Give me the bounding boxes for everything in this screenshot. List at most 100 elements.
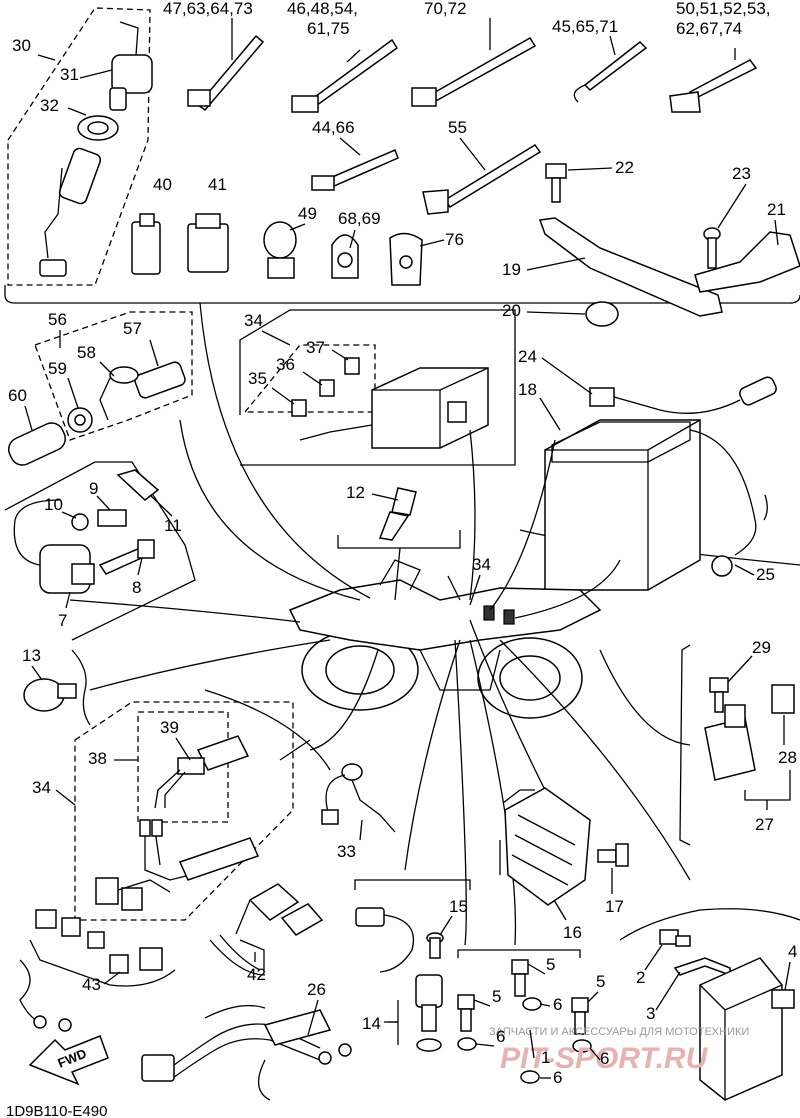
sensor-33 xyxy=(321,763,396,833)
clamp-68 xyxy=(331,234,359,279)
callout-label-c_16: 16 xyxy=(563,923,582,942)
callout-label-c_27: 27 xyxy=(755,815,774,834)
callout-leader-c_34c xyxy=(55,789,76,806)
watermark-logo: PIT-SPORT.RU xyxy=(500,1042,709,1075)
callout-label-c_34b: 34 xyxy=(472,555,491,574)
clamp-76 xyxy=(389,232,423,286)
rectifier-regulator-16 xyxy=(504,787,591,906)
callout-leader-c_3 xyxy=(655,971,681,1011)
callout-label-c_19: 19 xyxy=(502,260,521,279)
washer-10 xyxy=(71,513,89,531)
callout-leader-c_18 xyxy=(539,397,561,431)
callout-label-c_12: 12 xyxy=(346,483,365,502)
starter-relay-group-border xyxy=(679,644,691,846)
watermark-text: ЗАПЧАСТИ И АКСЕССУАРЫ ДЛЯ МОТОТЕХНИКИ xyxy=(489,1026,749,1038)
callout-leader-c_37 xyxy=(331,349,349,361)
callout-label-c_14: 14 xyxy=(362,1014,381,1033)
leader-lines xyxy=(69,302,691,946)
callout-label-c_17: 17 xyxy=(605,897,624,916)
callout-leader-c_20 xyxy=(526,311,586,315)
callout-leader-c_30 xyxy=(37,54,56,61)
bolt-29 xyxy=(709,677,729,713)
callout-leader-c_29 xyxy=(727,655,753,683)
callout-leader-c_76 xyxy=(419,239,445,247)
callout-label-c_34a: 34 xyxy=(244,311,263,330)
cdi-unit-4 xyxy=(699,957,795,1101)
callout-label-c_49: 49 xyxy=(298,204,317,223)
main-switch-group-box xyxy=(7,7,151,286)
top-section-border xyxy=(4,285,800,304)
cable-tie-55 xyxy=(422,143,542,215)
callout-label-c_56: 56 xyxy=(48,310,67,329)
bolt-22 xyxy=(545,163,567,203)
fuse-holder-group-box xyxy=(34,311,193,441)
callout-leader-c_4 xyxy=(784,961,791,991)
callout-leader-c_2 xyxy=(644,944,663,971)
rectifier-group-border xyxy=(499,789,535,875)
fuse-box-34 xyxy=(299,367,489,449)
callout-label-c_1: 1 xyxy=(541,1048,550,1067)
callout-leader-c_5c xyxy=(587,991,599,1003)
callout-leader-c_34b xyxy=(469,574,481,606)
callout-leader-c_23 xyxy=(717,183,747,229)
bolt-8 xyxy=(98,539,155,575)
callout-leader-c_21 xyxy=(774,219,779,246)
callout-label-c_22: 22 xyxy=(615,158,634,177)
callout-leader-c_6b xyxy=(475,1043,495,1047)
callout-label-c_45: 45,65,71 xyxy=(552,17,618,36)
spark-plug-12 xyxy=(378,487,417,541)
callout-label-c_30: 30 xyxy=(12,36,31,55)
cable-tie-47 xyxy=(187,34,265,112)
callout-label-c_34c: 34 xyxy=(32,778,51,797)
callout-leader-c_44 xyxy=(339,137,361,156)
fuse-holder-58 xyxy=(99,366,139,421)
callout-leader-c_6c xyxy=(589,1047,601,1061)
callout-leader-c_19 xyxy=(526,257,586,271)
wire-harness-34 xyxy=(95,819,260,911)
battery-bracket-19 xyxy=(538,217,723,317)
callout-label-c_9: 9 xyxy=(89,479,98,498)
fuse-cap-60 xyxy=(7,422,67,466)
callout-label-c_7: 7 xyxy=(58,611,67,630)
callout-label-c_8: 8 xyxy=(132,578,141,597)
callout-leader-c_13 xyxy=(31,665,43,681)
callout-leader-c_10 xyxy=(61,511,77,519)
callout-leader-c_60 xyxy=(24,405,33,431)
callout-label-c_37: 37 xyxy=(306,338,325,357)
starter-relay-27 xyxy=(704,704,756,781)
relay-bracket xyxy=(744,770,791,810)
callout-leader-c_34a xyxy=(261,330,291,346)
bracket-3 xyxy=(673,957,731,977)
callout-label-c_40: 40 xyxy=(153,175,172,194)
fuse-36 xyxy=(319,379,335,397)
callout-leader-c_39 xyxy=(175,737,191,761)
washer-6-d xyxy=(520,1070,540,1084)
battery-18 xyxy=(544,419,701,591)
neutral-switch-group-border xyxy=(71,649,91,726)
callout-label-c_10: 10 xyxy=(44,495,63,514)
callout-label-c_62: 62,67,74 xyxy=(676,19,742,38)
callout-leader-c_25 xyxy=(734,564,755,576)
fuse-28 xyxy=(771,684,795,714)
fuse-35 xyxy=(291,399,307,417)
callout-label-c_76: 76 xyxy=(445,230,464,249)
harness-bracket xyxy=(239,939,265,970)
callout-label-c_60: 60 xyxy=(8,386,27,405)
callout-label-c_29: 29 xyxy=(752,638,771,657)
fuse-box-subgroup-box xyxy=(243,344,376,413)
cable-tie-46 xyxy=(291,38,399,113)
bolt-9 xyxy=(97,509,127,527)
callout-leader-c_49 xyxy=(289,223,306,231)
callout-label-c_18: 18 xyxy=(518,380,537,399)
callout-label-c_35: 35 xyxy=(248,369,267,388)
callout-leader-c_24 xyxy=(541,357,593,395)
cover-21 xyxy=(694,231,800,293)
callout-leader-c_59 xyxy=(67,377,79,409)
bolt-5-b xyxy=(457,994,475,1032)
callout-leader-c_11 xyxy=(149,494,173,517)
screw-23 xyxy=(703,227,721,269)
callout-label-c_55: 55 xyxy=(448,118,467,137)
bolt-2 xyxy=(659,929,691,947)
fwd-arrow-icon xyxy=(28,1035,109,1086)
callout-leader-c_5b xyxy=(473,999,491,1007)
